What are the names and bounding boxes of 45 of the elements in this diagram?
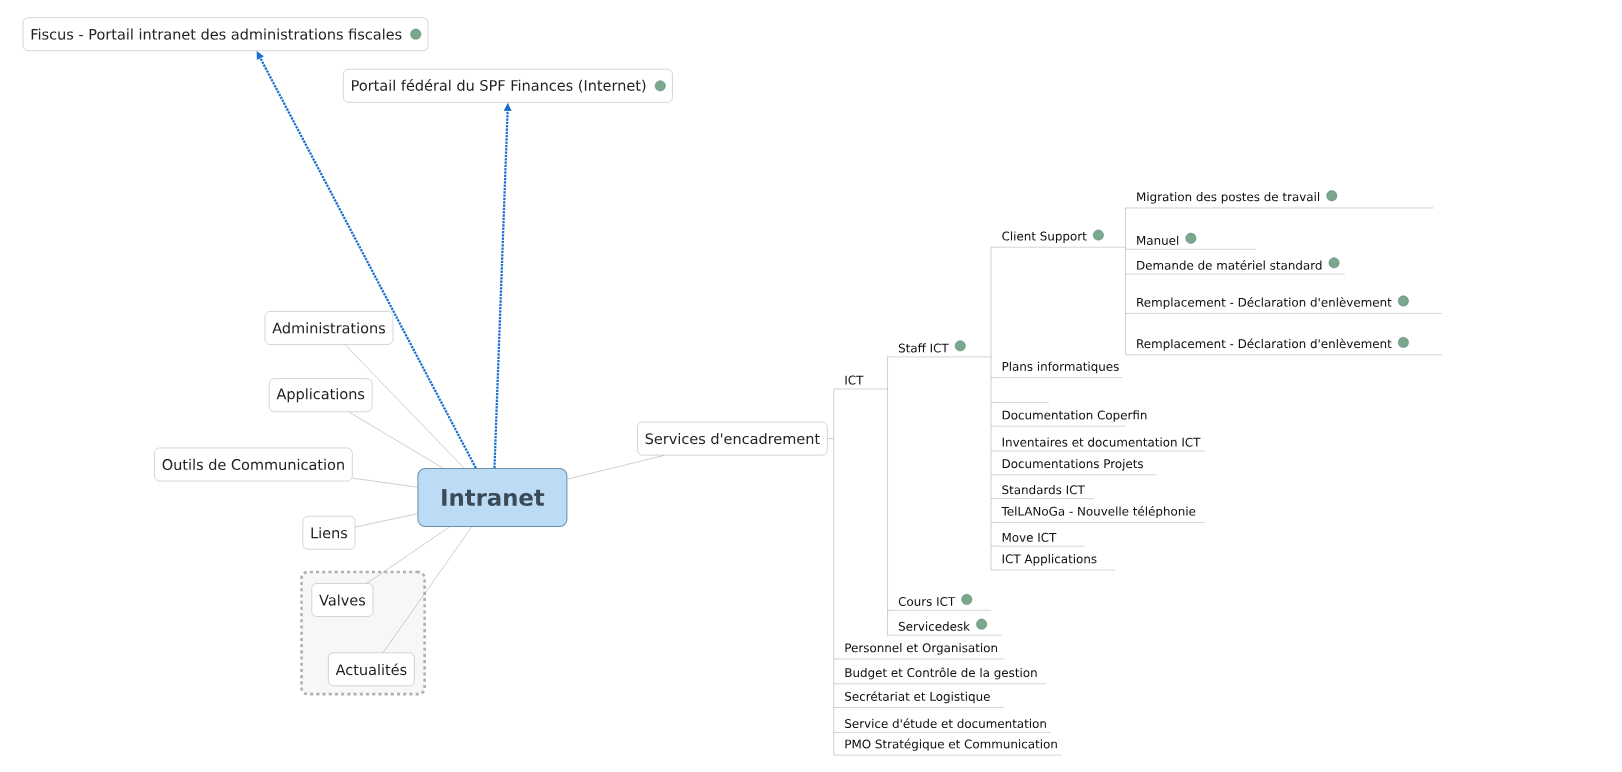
underlined-topic: Standards ICT — [997, 485, 1095, 499]
underlined-topic: Servicedesk — [893, 621, 1002, 636]
underlined-topic: Plans informatiques — [997, 361, 1123, 378]
underlined-topic: Inventaires et documentation ICT — [997, 437, 1206, 452]
connector — [382, 527, 472, 653]
topic-box: Administrations — [264, 311, 394, 345]
underlined-topic: ICT Applications — [997, 554, 1116, 571]
topic-box: Services d'encadrement — [637, 422, 828, 456]
underlined-topic: ICT — [839, 375, 888, 390]
underlined-topic: Documentations Projets — [997, 459, 1157, 476]
underlined-topic: TelLANoGa - Nouvelle téléphonie — [997, 506, 1206, 523]
connector — [348, 411, 444, 469]
underlined-topic: Personnel et Organisation — [839, 643, 1005, 660]
underlined-topic: Manuel — [1131, 235, 1257, 250]
underlined-topic: Client Support — [997, 231, 1126, 248]
topic-box: Actualités — [328, 652, 415, 687]
connector — [567, 455, 665, 480]
central-topic: Intranet — [417, 468, 568, 528]
connector — [355, 513, 418, 528]
underlined-topic: Budget et Contrôle de la gestion — [839, 667, 1047, 685]
topic-box: Valves — [311, 583, 374, 617]
underlined-topic: Demande de matériel standard — [1131, 260, 1345, 275]
underlined-topic: Staff ICT — [893, 343, 992, 358]
underlined-topic: Documentation Coperfin — [997, 410, 1147, 427]
tree-connector — [887, 356, 894, 636]
underlined-topic: Move ICT — [997, 533, 1085, 547]
topic-box: Outils de Communication — [154, 447, 353, 482]
tree-connector — [827, 388, 841, 756]
underlined-topic: Cours ICT — [893, 597, 992, 611]
topic-box: Liens — [302, 516, 356, 550]
underlined-topic: Service d'étude et documentation — [839, 718, 1052, 733]
topic-box: Portail fédéral du SPF Finances (Internet) — [343, 69, 673, 103]
connector — [344, 344, 465, 469]
connector — [352, 478, 418, 488]
tree-connector — [1125, 207, 1132, 356]
topic-box: Fiscus - Portail intranet des administrations fiscales — [22, 17, 429, 52]
topic-box: Applications — [269, 378, 373, 413]
underlined-topic: PMO Stratégique et Communication — [839, 739, 1062, 756]
tree-connector — [990, 247, 998, 571]
underlined-topic: Secrétariat et Logistique — [839, 691, 1005, 708]
underlined-topic: Remplacement - Déclaration d'enlèvement — [1131, 338, 1443, 356]
underlined-topic: Remplacement - Déclaration d'enlèvement — [1131, 297, 1443, 314]
underline — [997, 402, 1050, 403]
underlined-topic: Migration des postes de travail — [1131, 192, 1434, 209]
connector — [366, 527, 450, 584]
